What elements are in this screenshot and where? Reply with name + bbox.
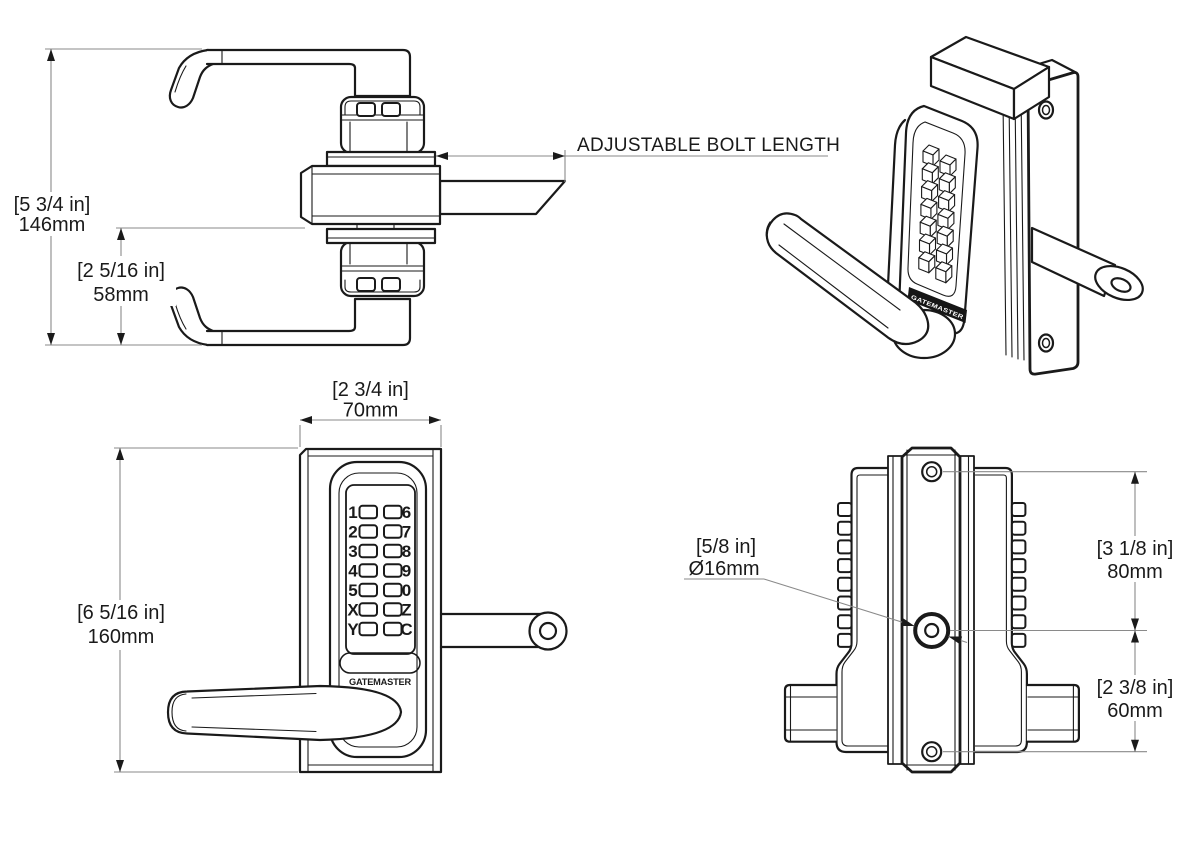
upper-housing <box>339 95 426 155</box>
key-label: 8 <box>402 542 411 561</box>
keypad-button <box>383 602 403 617</box>
keypad-button <box>358 563 378 578</box>
key-label: 9 <box>402 562 411 581</box>
key-label: C <box>400 620 412 639</box>
iso-bolt <box>1030 226 1144 302</box>
key-label: 4 <box>348 562 358 581</box>
front-keypad: 1 6 2 7 3 8 4 9 5 0 X Z Y <box>347 503 412 639</box>
adjustable-bolt-length-label: ADJUSTABLE BOLT LENGTH <box>577 135 840 156</box>
side-central-plate <box>900 446 962 774</box>
side-view: [3 1/8 in] 80mm [2 3/8 in] 60mm [5/8 in]… <box>684 446 1183 774</box>
keypad-button <box>383 582 403 598</box>
top-view-dimensions: [5 3/4 in] 146mm [2 5/16 in] 58mm ADJUST… <box>4 48 840 346</box>
keypad-button-bottom <box>356 277 376 292</box>
width-inch-label: [2 3/4 in] <box>332 379 409 401</box>
top-orthographic-view: [5 3/4 in] 146mm [2 5/16 in] 58mm ADJUST… <box>4 48 840 347</box>
lower-span-inch-label: [2 3/8 in] <box>1097 677 1174 699</box>
keypad-button <box>383 621 403 637</box>
keypad-button <box>358 621 378 637</box>
lock-cylinder <box>299 164 442 226</box>
keypad-button-bottom <box>381 277 401 292</box>
handle-offset-mm-label: 58mm <box>93 284 149 306</box>
key-label: 7 <box>402 523 411 542</box>
hole-dia-inch-label: [5/8 in] <box>696 536 756 558</box>
front-bolt <box>439 611 568 651</box>
isometric-view: GATEMASTER <box>765 35 1144 376</box>
iso-screw-holes <box>1037 100 1055 353</box>
front-brand-label: GATEMASTER <box>349 677 412 687</box>
side-right-button-teeth <box>1010 502 1027 648</box>
front-bezel-inner <box>338 472 418 748</box>
front-bezel-lozenge <box>339 652 421 674</box>
key-label: 2 <box>348 523 357 542</box>
handle-offset-inch-label: [2 5/16 in] <box>77 260 165 282</box>
width-mm-label: 70mm <box>343 400 399 422</box>
front-view: 1 6 2 7 3 8 4 9 5 0 X Z Y <box>62 379 568 774</box>
keypad-button <box>383 504 403 520</box>
side-left-lever <box>783 683 838 743</box>
front-lever-handle <box>166 684 403 742</box>
latch-bolt <box>438 179 567 216</box>
key-label: X <box>347 601 359 620</box>
keypad-button <box>358 504 378 520</box>
keypad-button-top <box>381 102 401 117</box>
front-view-dimensions: [2 3/4 in] 70mm [6 5/16 in] 160mm <box>62 379 442 773</box>
overall-height-inch-label: [5 3/4 in] <box>14 194 91 216</box>
side-right-lever <box>1025 683 1080 743</box>
hole-dia-mm-label: Ø16mm <box>688 558 759 580</box>
key-label: 5 <box>348 581 357 600</box>
iso-keypad-recess <box>907 121 966 297</box>
upper-span-inch-label: [3 1/8 in] <box>1097 538 1174 560</box>
keypad-button <box>358 524 378 539</box>
lower-housing <box>339 240 426 298</box>
keypad-button <box>383 563 403 578</box>
side-view-dimensions: [3 1/8 in] 80mm [2 3/8 in] 60mm [5/8 in]… <box>684 471 1183 753</box>
iso-mounting-plate <box>1026 71 1080 376</box>
iso-seam-strips <box>1000 89 1030 368</box>
side-spindle-hole <box>913 612 951 649</box>
top-lever-hook <box>168 48 215 109</box>
top-lever-bar <box>205 48 412 98</box>
key-label: Y <box>347 620 359 639</box>
upper-span-mm-label: 80mm <box>1107 561 1163 583</box>
side-left-button-teeth <box>837 502 853 648</box>
side-top-screw <box>921 461 943 483</box>
front-bolt-eye-hole <box>538 621 558 641</box>
key-label: 3 <box>348 542 357 561</box>
key-label: 0 <box>402 581 411 600</box>
keypad-button <box>358 582 378 598</box>
height-inch-label: [6 5/16 in] <box>77 602 165 624</box>
iso-lever-handle <box>765 212 930 346</box>
side-flank-strips <box>887 455 975 765</box>
keypad-button <box>383 543 403 559</box>
keypad-button <box>358 602 378 617</box>
keypad-button <box>358 543 378 559</box>
keypad-button <box>383 524 403 539</box>
iso-top-cap <box>929 35 1051 121</box>
lower-span-mm-label: 60mm <box>1107 700 1163 722</box>
key-label: 1 <box>348 503 357 522</box>
overall-height-mm-label: 146mm <box>19 214 86 236</box>
spindle-flanges <box>325 150 437 245</box>
height-mm-label: 160mm <box>88 626 155 648</box>
bottom-lever-hook <box>168 286 215 347</box>
iso-bolt-eye-hole <box>1110 277 1132 293</box>
bottom-lever-bar <box>205 297 412 347</box>
key-label: Z <box>401 601 411 620</box>
side-bottom-screw <box>921 741 943 763</box>
key-label: 6 <box>402 503 411 522</box>
keypad-button-top <box>356 102 376 117</box>
